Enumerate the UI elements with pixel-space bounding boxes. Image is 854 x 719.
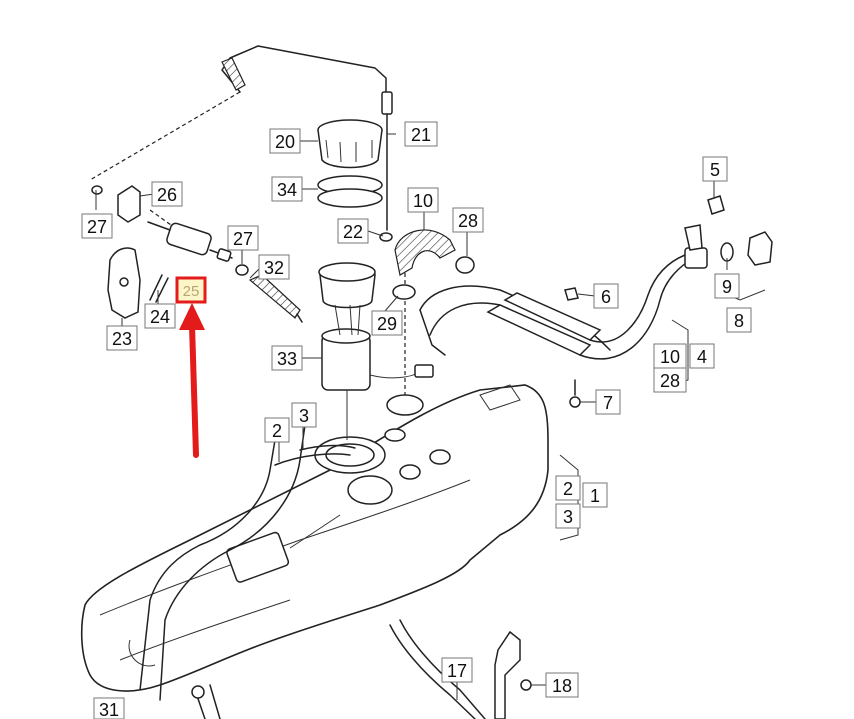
svg-text:22: 22 [343, 222, 363, 242]
bracket-18 [494, 630, 532, 719]
callout-17: 17 [441, 657, 473, 683]
callout-28-top: 28 [452, 207, 484, 233]
svg-text:23: 23 [112, 329, 132, 349]
svg-text:3: 3 [299, 406, 309, 426]
filler-pipe [419, 195, 773, 408]
callout-26: 26 [151, 181, 183, 207]
seal-27 [235, 264, 249, 276]
callout-3-top: 3 [291, 402, 317, 428]
callout-29: 29 [371, 310, 403, 336]
callout-10-right: 10 [653, 343, 687, 369]
svg-text:6: 6 [601, 287, 611, 307]
callout-28-right: 28 [653, 367, 687, 393]
svg-text:20: 20 [275, 132, 295, 152]
callout-1: 1 [582, 482, 608, 508]
callout-33: 33 [271, 345, 303, 371]
callout-9: 9 [714, 273, 740, 299]
svg-text:31: 31 [99, 700, 119, 719]
leader-lines [95, 133, 728, 700]
callout-18: 18 [545, 672, 579, 698]
svg-text:10: 10 [413, 191, 433, 211]
locking-ring-20 [317, 119, 383, 169]
line-24 [149, 274, 169, 303]
svg-text:3: 3 [563, 507, 573, 527]
svg-text:7: 7 [603, 393, 613, 413]
svg-text:32: 32 [264, 258, 284, 278]
callout-6: 6 [593, 283, 619, 309]
svg-text:9: 9 [722, 277, 732, 297]
callout-10-top: 10 [407, 187, 439, 213]
callout-2-right: 2 [555, 475, 581, 501]
svg-text:1: 1 [590, 486, 600, 506]
svg-text:33: 33 [277, 349, 297, 369]
pipe-17 [389, 619, 486, 719]
fuel-pump-assembly [318, 262, 434, 440]
callout-22: 22 [337, 218, 369, 244]
callout-4: 4 [689, 343, 715, 369]
fuel-filter-25 [147, 221, 233, 262]
svg-text:21: 21 [411, 125, 431, 145]
clamp-28 [455, 256, 475, 274]
svg-text:34: 34 [277, 180, 297, 200]
callout-21: 21 [404, 121, 438, 147]
svg-text:2: 2 [272, 421, 282, 441]
callout-27-left: 27 [81, 213, 113, 239]
clip-26 [117, 185, 141, 223]
fuel-lines-front [139, 424, 356, 719]
svg-text:29: 29 [377, 314, 397, 334]
svg-text:28: 28 [660, 371, 680, 391]
callout-20: 20 [269, 128, 301, 154]
svg-text:17: 17 [447, 661, 467, 681]
hose-32 [248, 274, 303, 323]
svg-text:27: 27 [87, 217, 107, 237]
callout-7: 7 [595, 389, 621, 415]
svg-text:24: 24 [150, 307, 170, 327]
seal-27-left [91, 185, 103, 195]
svg-text:27: 27 [233, 229, 253, 249]
callout-34: 34 [271, 176, 303, 202]
svg-text:8: 8 [734, 311, 744, 331]
callout-31: 31 [93, 697, 125, 719]
svg-text:10: 10 [660, 347, 680, 367]
callout-24: 24 [144, 303, 176, 329]
highlight-arrow [179, 303, 205, 458]
svg-text:25: 25 [183, 283, 200, 300]
callout-3-right: 3 [555, 503, 581, 529]
clamp-29 [392, 284, 416, 300]
seal-34 [317, 175, 383, 208]
callout-32: 32 [258, 254, 290, 280]
callout-25-highlighted[interactable]: 25 [175, 276, 207, 304]
callout-2-top: 2 [264, 417, 290, 443]
svg-text:2: 2 [563, 479, 573, 499]
callout-27-right: 27 [227, 225, 259, 251]
callout-8: 8 [726, 307, 752, 333]
svg-text:5: 5 [710, 160, 720, 180]
svg-text:4: 4 [697, 347, 707, 367]
vent-line-21 [221, 45, 393, 242]
callout-23: 23 [106, 325, 138, 351]
bracket-23 [107, 247, 141, 319]
callout-5: 5 [702, 156, 728, 182]
svg-text:28: 28 [458, 211, 478, 231]
fuel-tank [80, 384, 549, 692]
svg-text:26: 26 [157, 185, 177, 205]
hose-10 [394, 229, 456, 276]
svg-text:18: 18 [552, 676, 572, 696]
